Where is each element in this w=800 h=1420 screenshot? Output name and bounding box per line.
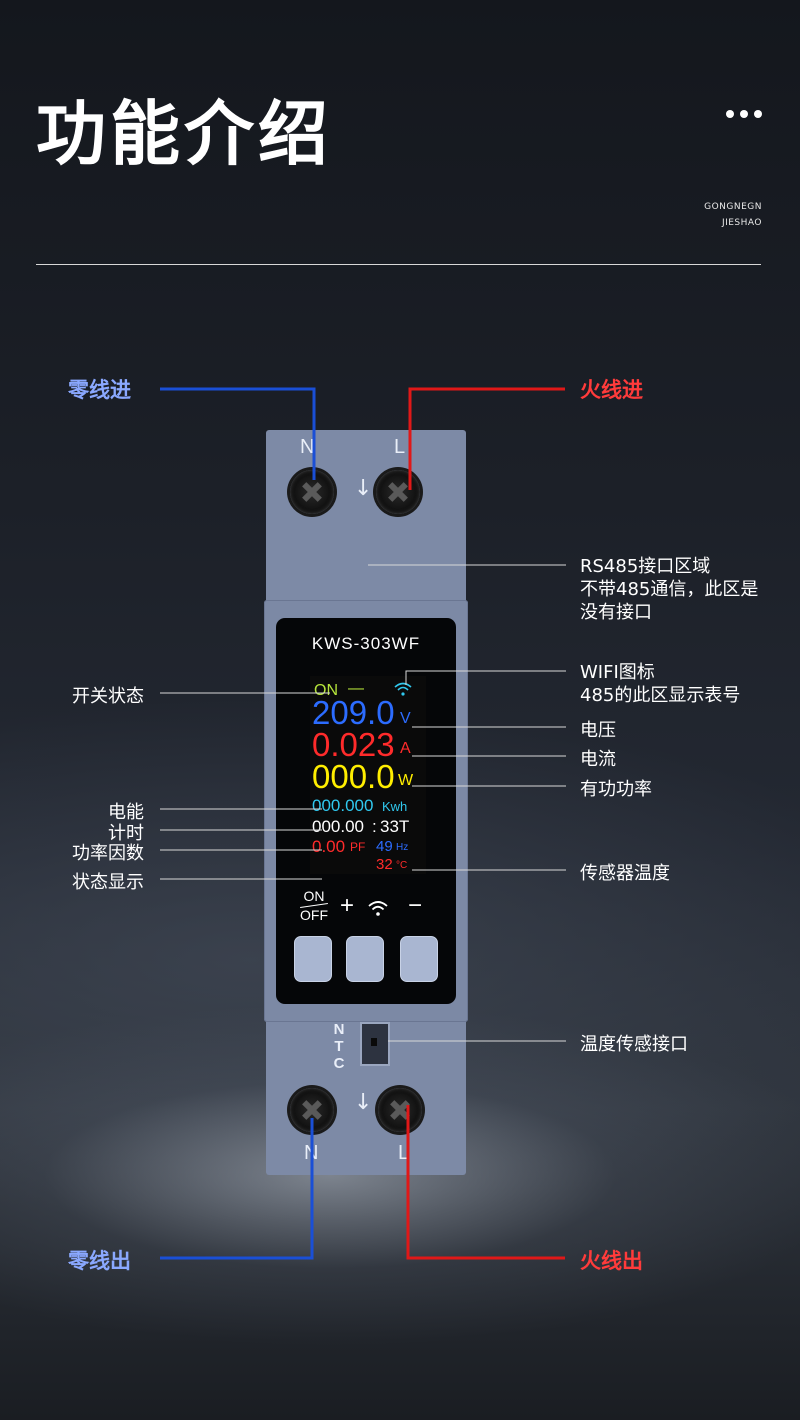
header-divider bbox=[36, 264, 761, 265]
power-unit: W bbox=[398, 772, 414, 789]
energy-meter-device: N L ↓ KWS-303WF ON — 209.0 V 0.023 A 000… bbox=[264, 430, 468, 1175]
live-in-wire bbox=[408, 387, 565, 490]
more-icon bbox=[726, 110, 766, 120]
voltage-value: 209.0 bbox=[312, 694, 395, 731]
wifi-icon bbox=[394, 682, 412, 696]
arrow-down-icon: ↓ bbox=[354, 476, 373, 501]
minus-button[interactable] bbox=[400, 936, 438, 982]
voltage-label: 电压 bbox=[580, 720, 616, 741]
active-power-label: 有功功率 bbox=[580, 779, 652, 800]
rs485-area-label: RS485接口区域 不带485通信，此区是 没有接口 bbox=[580, 556, 759, 623]
front-panel: KWS-303WF ON — 209.0 V 0.023 A 000.0 W 0… bbox=[276, 618, 456, 1004]
live-out-wire bbox=[406, 1105, 565, 1260]
temp-sensor-port-label: 温度传感接口 bbox=[580, 1034, 688, 1055]
neutral-in-label: 零线进 bbox=[68, 378, 131, 402]
current-unit: A bbox=[400, 740, 411, 757]
subtitle-line-1: GONGNEGN bbox=[704, 202, 762, 212]
temperature-value: 32 bbox=[376, 856, 393, 873]
timer-separator: : bbox=[372, 817, 377, 836]
ntc-sensor-port[interactable] bbox=[360, 1022, 390, 1066]
energy-label: 电能 bbox=[108, 802, 144, 823]
switch-on-text: ON bbox=[314, 682, 338, 699]
page-title: 功能介绍 bbox=[36, 93, 332, 175]
power-value: 000.0 bbox=[312, 758, 395, 795]
top-terminal-block bbox=[266, 430, 466, 606]
model-label: KWS-303WF bbox=[311, 634, 421, 653]
on-off-button[interactable] bbox=[294, 936, 332, 982]
lcd-screen: ON — 209.0 V 0.023 A 000.0 W 000.000 Kwh… bbox=[310, 676, 426, 874]
voltage-unit: V bbox=[400, 710, 411, 727]
screw-l-in-icon bbox=[376, 470, 420, 514]
sensor-temperature-label: 传感器温度 bbox=[580, 863, 670, 884]
wifi-icon-label: WIFI图标 485的此区显示表号 bbox=[580, 662, 741, 706]
wifi-button-icon bbox=[368, 901, 388, 916]
timer-label: 计时 bbox=[108, 823, 144, 844]
page-subtitle: GONGNEGN JIESHAO bbox=[704, 199, 762, 231]
timer-value: 000.00 bbox=[312, 817, 364, 836]
terminal-n-top-label: N bbox=[300, 436, 315, 458]
neutral-in-wire bbox=[160, 387, 316, 480]
power-factor-label: 功率因数 bbox=[72, 843, 144, 864]
frequency-unit: Hz bbox=[396, 842, 409, 853]
plus-label: + bbox=[340, 892, 355, 919]
energy-unit: Kwh bbox=[382, 799, 408, 814]
screw-l-out-icon bbox=[378, 1088, 422, 1132]
current-value: 0.023 bbox=[312, 726, 395, 763]
pf-value: 0.00 bbox=[312, 837, 346, 856]
minus-label: − bbox=[408, 892, 423, 919]
energy-value: 000.000 bbox=[312, 796, 374, 815]
switch-state-label: 开关状态 bbox=[72, 686, 144, 707]
on-off-label: ON OFF bbox=[296, 888, 332, 923]
state-dash: — bbox=[348, 680, 364, 697]
pf-unit: PF bbox=[350, 840, 366, 854]
arrow-down-bottom-icon: ↓ bbox=[354, 1090, 373, 1115]
status-display-label: 状态显示 bbox=[72, 872, 144, 893]
temperature-unit: °C bbox=[396, 860, 408, 871]
plus-wifi-button[interactable] bbox=[346, 936, 384, 982]
live-out-label: 火线出 bbox=[580, 1249, 643, 1273]
live-in-label: 火线进 bbox=[580, 378, 643, 402]
timer-suffix: 33T bbox=[380, 817, 410, 836]
terminal-l-top-label: L bbox=[394, 436, 406, 458]
off-label: OFF bbox=[300, 907, 328, 923]
terminal-l-bottom-label: L bbox=[398, 1142, 410, 1164]
current-label: 电流 bbox=[580, 749, 616, 770]
neutral-out-wire bbox=[160, 1118, 314, 1260]
on-label: ON bbox=[303, 888, 325, 904]
frequency-value: 49 bbox=[376, 838, 393, 855]
subtitle-line-2: JIESHAO bbox=[721, 218, 762, 228]
screw-n-in-icon bbox=[290, 470, 334, 514]
neutral-out-label: 零线出 bbox=[68, 1249, 131, 1273]
